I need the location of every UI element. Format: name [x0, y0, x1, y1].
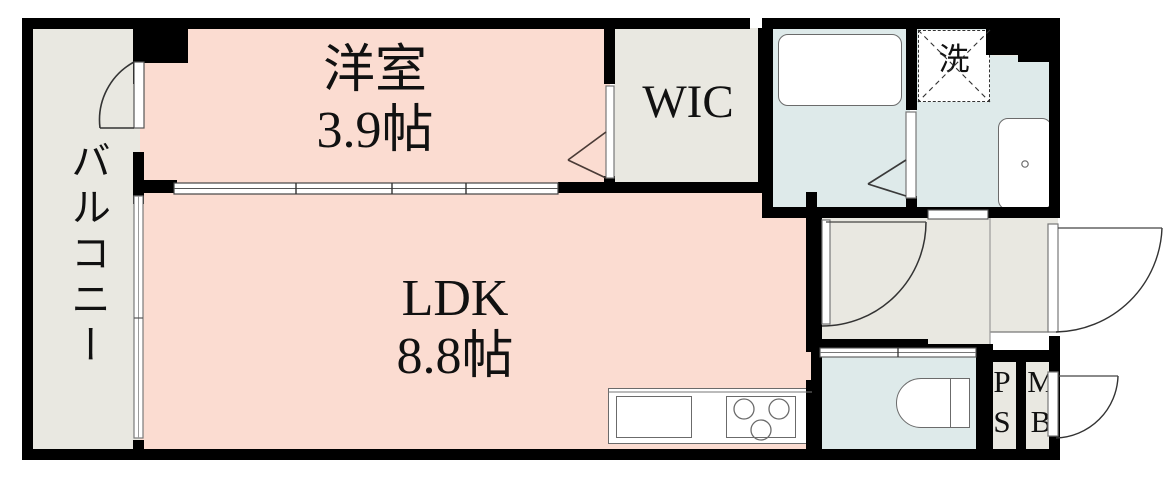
wall-bath-left [762, 18, 773, 218]
wall-mb-right [1049, 396, 1060, 454]
toilet-bowl-fixture [896, 378, 958, 428]
wall-ps-mb-divider [1016, 352, 1026, 452]
wall-bedroom-notch [144, 28, 188, 63]
bathtub-fixture [778, 34, 902, 106]
outer-wall-right-upper [1049, 18, 1060, 218]
outer-wall-bottom [22, 449, 1060, 460]
wall-hall-bottom [811, 339, 928, 350]
wall-washer-strip2 [1018, 22, 1050, 62]
wall-bath-bottom [762, 207, 918, 218]
ps-label-line1: P [993, 364, 1011, 399]
wall-ldk-right [806, 192, 817, 352]
bedroom-size-label: 3.9帖 [316, 102, 434, 159]
wic-area [614, 28, 762, 188]
washer-label: 洗 [938, 42, 970, 77]
entrance-door-icon [1047, 223, 1163, 333]
wall-wic-bottom [604, 182, 770, 193]
outer-wall-left [22, 18, 33, 460]
wall-wic-left-upper [604, 28, 615, 84]
stove-fixture [726, 396, 796, 438]
kitchen-sink-fixture [616, 396, 692, 438]
balcony-label: バルコニー [65, 140, 110, 370]
hallway-east-area [990, 218, 1058, 338]
wall-bedroom-ldk-left [144, 182, 174, 193]
vanity-sink-fixture [998, 118, 1052, 210]
wall-balcony-interior-upper [133, 28, 144, 84]
bedroom-area [140, 28, 610, 188]
ps-label-line2: S [993, 404, 1011, 439]
wall-ldk-right-lower [806, 380, 817, 452]
bedroom-name-label: 洋室 [322, 42, 427, 99]
wall-bath-right-upper [906, 18, 917, 110]
mb-label-line2: B [1030, 404, 1052, 439]
outer-wall-top-left [22, 18, 750, 29]
wall-toilet-right [976, 350, 986, 452]
ldk-size-label: 8.8帖 [396, 328, 514, 385]
wall-balcony-interior-lower [133, 440, 144, 454]
wall-washroom-bottom [917, 207, 1050, 218]
wic-label: WIC [642, 76, 734, 128]
ldk-name-label: LDK [401, 270, 509, 327]
wall-bedroom-ldk-right [558, 182, 614, 193]
wall-balcony-interior-mid [133, 152, 144, 204]
hallway-area [818, 218, 990, 346]
wall-hall-genkan-divider [982, 344, 993, 452]
toilet-tank-fixture [950, 378, 970, 428]
